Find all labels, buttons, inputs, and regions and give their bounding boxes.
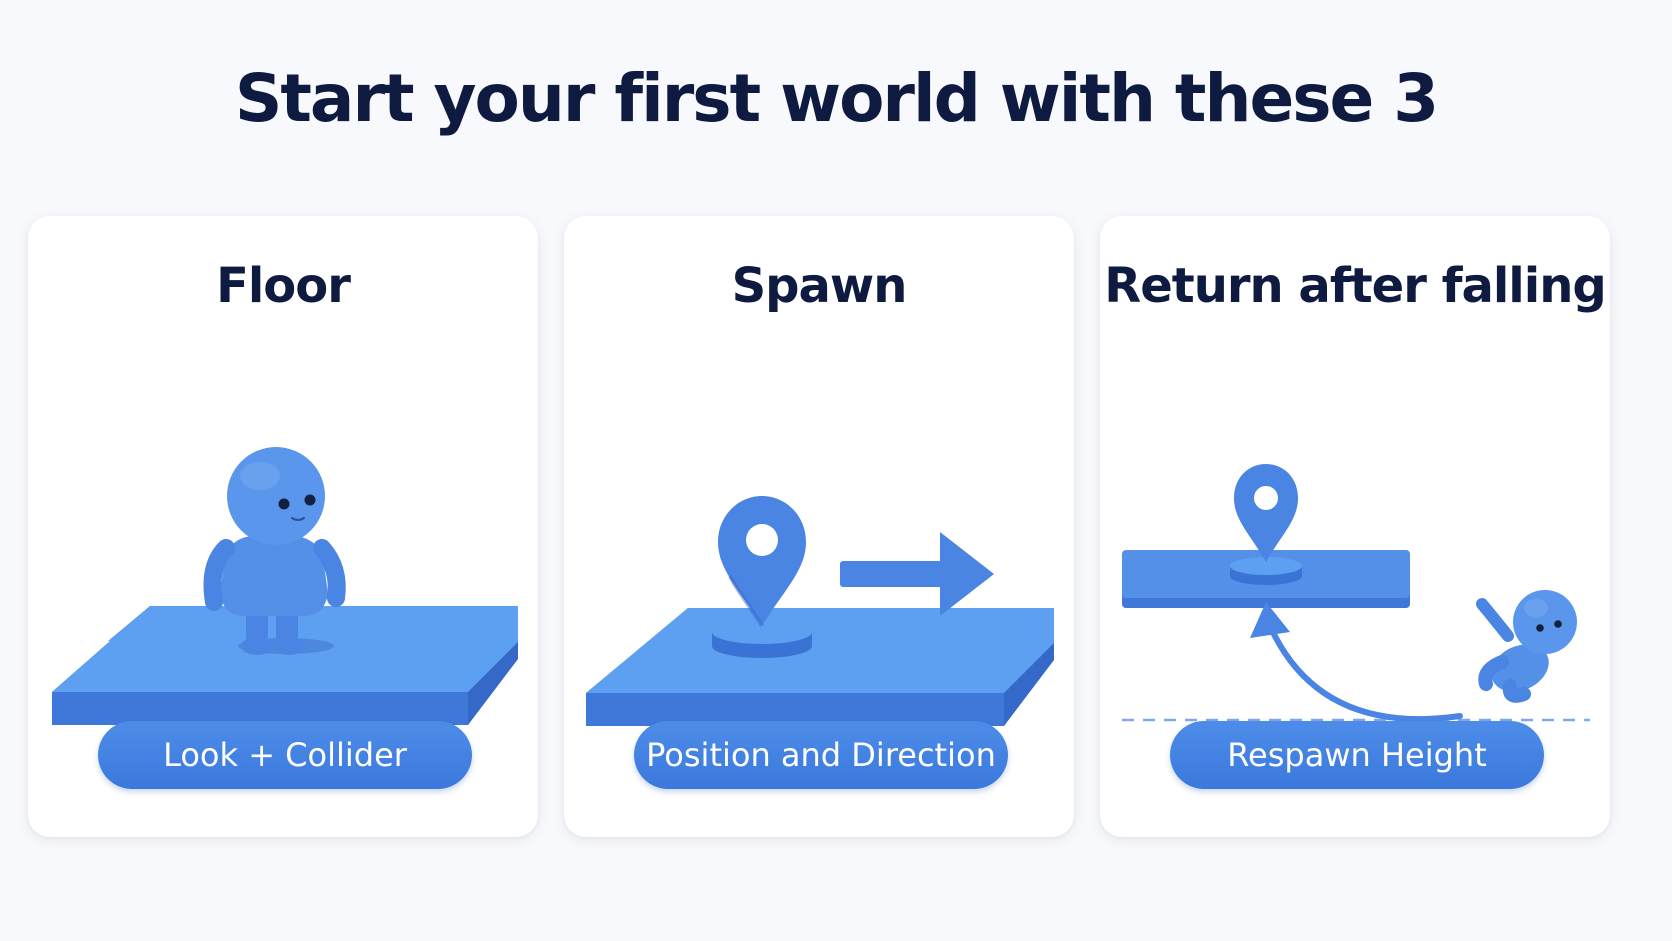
card-return-after-falling: Return after falling Respawn <box>1100 216 1610 837</box>
card-title-floor: Floor <box>216 258 351 314</box>
tag-position-direction: Position and Direction <box>634 721 1008 789</box>
location-pin-icon <box>712 496 812 658</box>
tag-look-collider: Look + Collider <box>98 721 472 789</box>
spawn-platform-icon <box>586 608 1054 726</box>
card-title-return: Return after falling <box>1104 258 1607 314</box>
tag-respawn-height: Respawn Height <box>1170 721 1544 789</box>
page-title: Start your first world with these 3 <box>234 60 1439 137</box>
direction-arrow-icon <box>840 532 994 616</box>
spawn-illustration <box>586 496 1054 726</box>
respawn-illustration <box>1122 464 1590 722</box>
card-floor: Floor Look + Collider <box>28 216 538 837</box>
falling-character-icon <box>1476 590 1577 703</box>
character-icon <box>203 447 346 655</box>
floor-platform-icon <box>52 606 518 725</box>
return-arrow-icon <box>1250 602 1463 722</box>
respawn-pin-icon <box>1230 464 1302 585</box>
card-title-spawn: Spawn <box>731 258 908 314</box>
card-spawn: Spawn Position and Direction <box>564 216 1074 837</box>
floor-illustration <box>52 447 518 725</box>
